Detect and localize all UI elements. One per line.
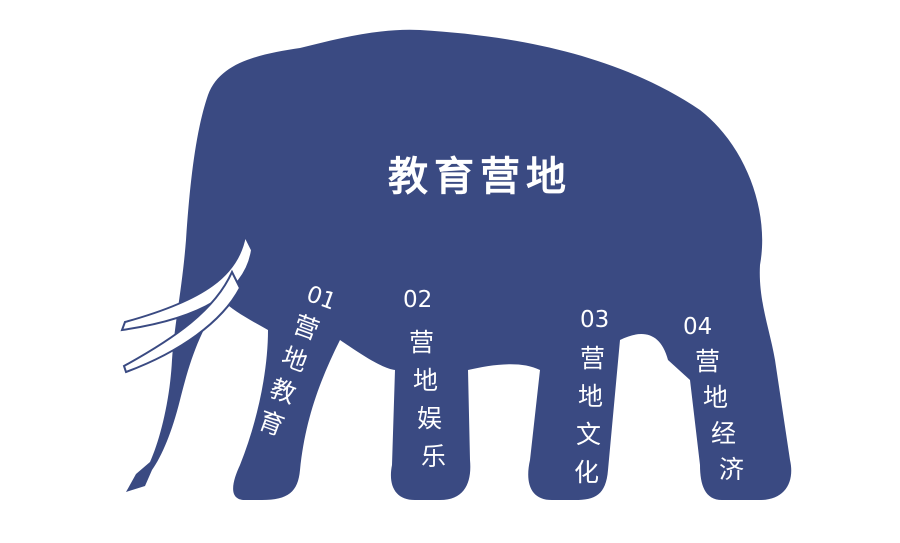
diagram-title: 教育营地 (388, 154, 572, 200)
leg-4-char-3: 经 (711, 419, 736, 448)
leg-2-char-2: 地 (413, 366, 438, 395)
leg-4-label-group: 04 营 地 经 济 (683, 314, 744, 484)
leg-4-number: 04 (683, 314, 712, 340)
leg-3-number: 03 (580, 307, 609, 333)
leg-3-char-3: 文 (576, 420, 601, 449)
leg-2-char-1: 营 (409, 328, 434, 357)
leg-4-char-4: 济 (719, 455, 744, 484)
leg-2-number: 02 (403, 287, 432, 313)
leg-3-char-4: 化 (574, 458, 599, 487)
leg-4-char-2: 地 (703, 383, 728, 412)
tusk-lower (122, 269, 242, 374)
leg-4-char-1: 营 (695, 347, 720, 376)
leg-2-char-4: 乐 (421, 442, 446, 471)
leg-3-char-1: 营 (580, 344, 605, 373)
elephant-silhouette (126, 29, 792, 500)
leg-3-label-group: 03 营 地 文 化 (574, 307, 609, 487)
leg-2-char-3: 娱 (417, 404, 442, 433)
leg-3-char-2: 地 (578, 382, 603, 411)
leg-2-label-group: 02 营 地 娱 乐 (403, 287, 446, 471)
